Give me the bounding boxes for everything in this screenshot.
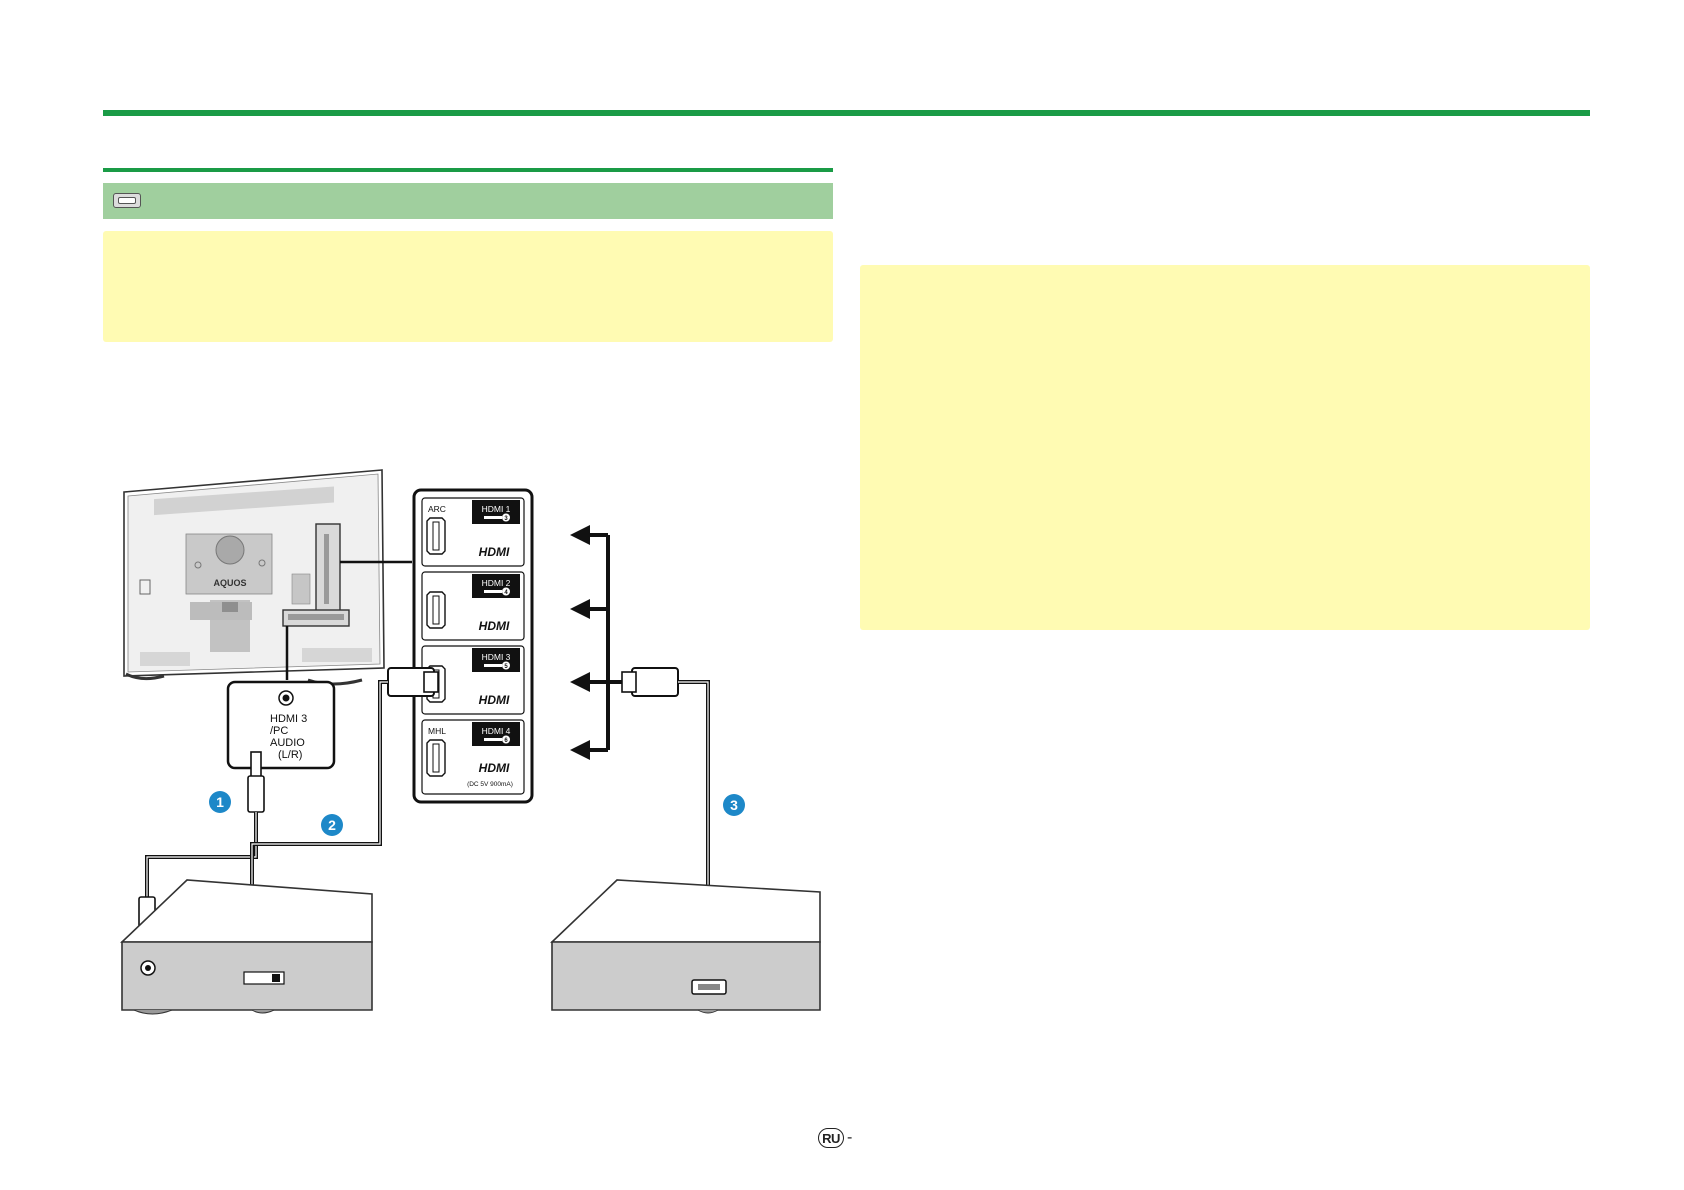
- mhl-power-rating: (DC 5V 900mA): [467, 781, 513, 788]
- note-box-right: [860, 265, 1590, 630]
- step-badge-3: 3: [723, 794, 745, 816]
- note-box-left: [103, 231, 833, 342]
- hdmi-logo: HDMI: [479, 693, 510, 707]
- port-selection-arrows: [570, 525, 632, 760]
- hdmi-logo: HDMI: [479, 619, 510, 633]
- hdmi-logo: HDMI: [479, 761, 510, 775]
- step-badge-2: 2: [321, 814, 343, 836]
- port-name: HDMI 3: [482, 652, 511, 662]
- audio-label-line1: HDMI 3: [270, 713, 307, 725]
- port-hdmi-4: MHL HDMI 4 6 HDMI (DC 5V 900mA): [421, 719, 525, 795]
- pc-device-illustration: [120, 879, 373, 1015]
- port-top-label: MHL: [428, 726, 446, 736]
- section-header-bar: [103, 183, 833, 219]
- port-name: HDMI 4: [482, 726, 511, 736]
- port-number: 3: [504, 516, 508, 522]
- port-name: HDMI 2: [482, 578, 511, 588]
- step-number: 2: [328, 817, 336, 833]
- port-hdmi-1: ARC HDMI 1 3 HDMI: [421, 497, 525, 567]
- port-top-label: ARC: [428, 504, 446, 514]
- step-number: 1: [216, 794, 224, 810]
- audio-label-line4: (L/R): [278, 749, 302, 761]
- hdmi-logo: HDMI: [479, 545, 510, 559]
- port-hdmi-2: HDMI 2 4 HDMI: [421, 571, 525, 641]
- page-footer: RU-: [818, 1128, 852, 1152]
- audio-cable: [138, 751, 265, 960]
- section-rule: [103, 168, 833, 172]
- language-badge: RU: [818, 1128, 844, 1148]
- audio-label-line2: /PC: [270, 725, 288, 737]
- port-number: 4: [504, 590, 508, 596]
- top-rule: [103, 110, 1590, 116]
- port-number: 6: [504, 738, 508, 744]
- port-number: 5: [504, 664, 508, 670]
- hdmi-device-illustration: [550, 879, 821, 1014]
- hdmi-port-panel: ARC HDMI 1 3 HDMI HDMI 2 4 HDMI HDMI 3: [412, 488, 534, 804]
- audio-label-line3: AUDIO: [270, 737, 305, 749]
- hdmi-port-icon: [113, 193, 141, 208]
- step-number: 3: [730, 797, 738, 813]
- page-marker: -: [847, 1129, 853, 1146]
- tv-logo: AQUOS: [213, 578, 246, 588]
- port-name: HDMI 1: [482, 504, 511, 514]
- connection-diagram: AQUOS ARC HDMI 1 3 HDMI: [120, 469, 821, 1015]
- tv-back-illustration: AQUOS: [123, 469, 385, 686]
- audio-input-panel: HDMI 3 /PC AUDIO (L/R): [226, 680, 336, 770]
- step-badge-1: 1: [209, 791, 231, 813]
